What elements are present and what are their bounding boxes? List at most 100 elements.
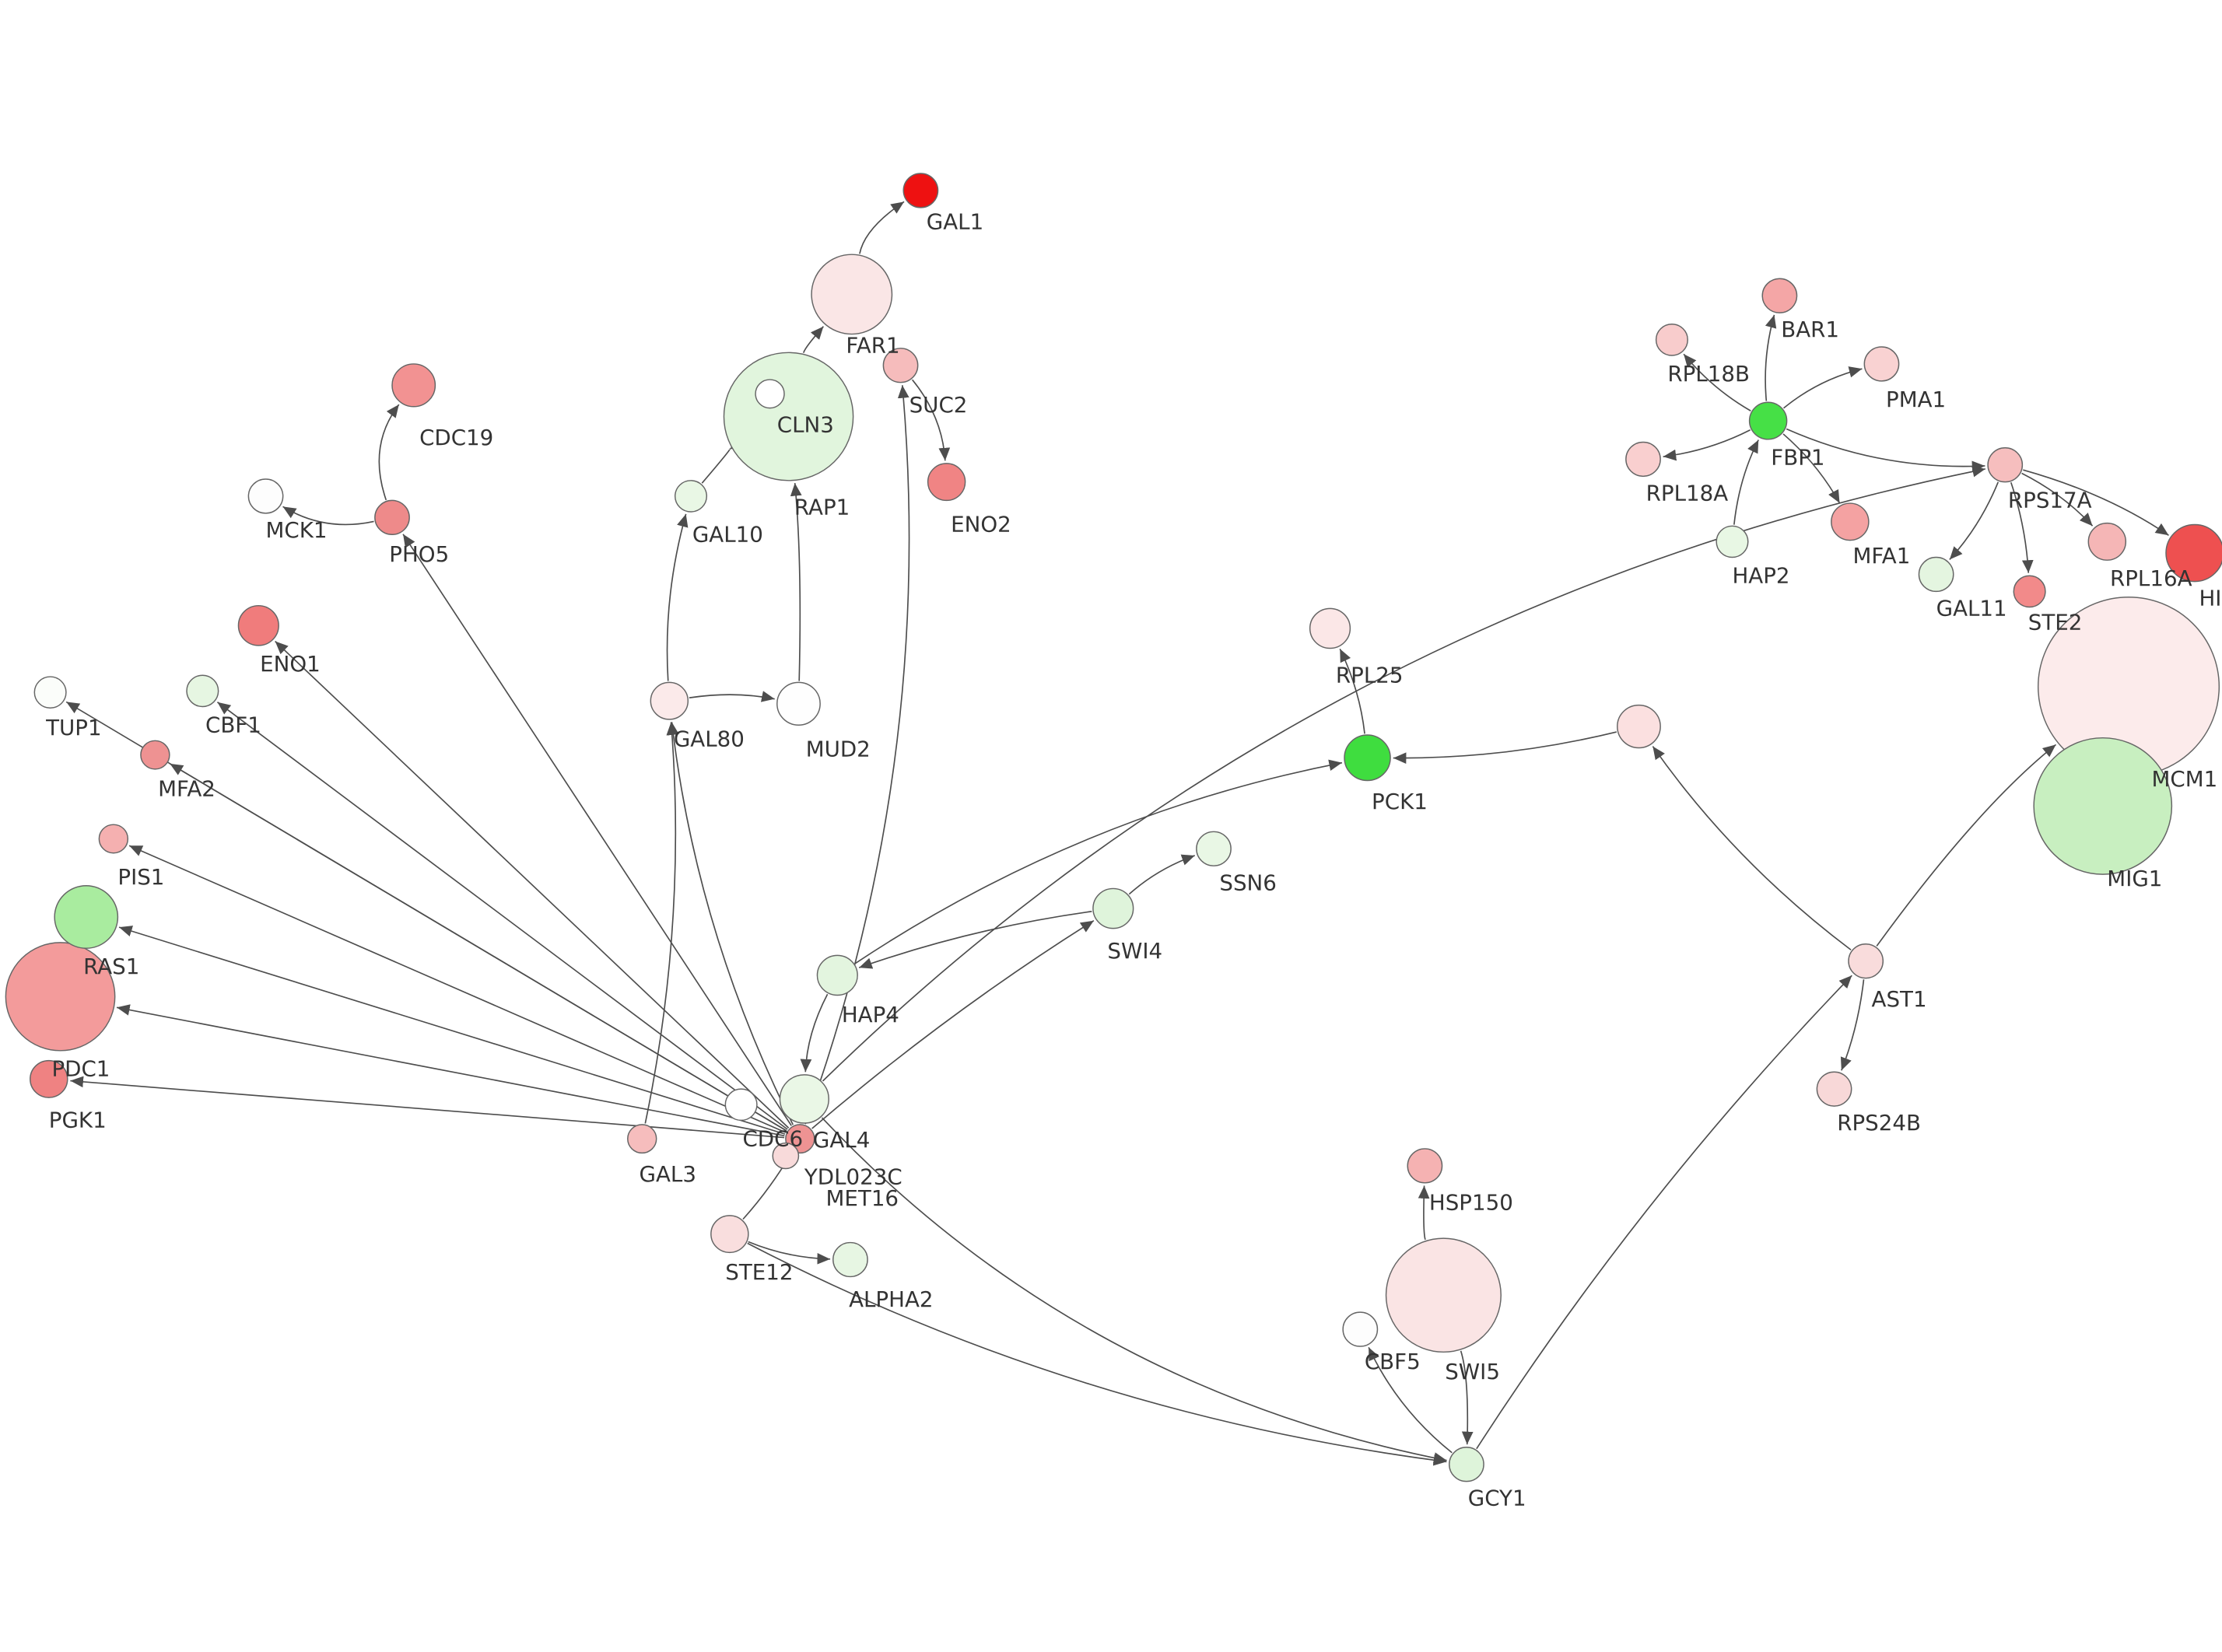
node-MCK1[interactable] <box>247 478 284 514</box>
node-label-GAL10: GAL10 <box>692 523 763 548</box>
node-HIS4[interactable] <box>2165 523 2222 583</box>
edge-GAL80-GAL10 <box>666 513 689 681</box>
edge-CLN3-FAR1 <box>803 326 825 353</box>
node-label-RPL16A: RPL16A <box>2110 566 2192 591</box>
node-label-FAR1: FAR1 <box>846 333 899 358</box>
node-RPL16A[interactable] <box>2087 522 2127 561</box>
edge-GAL80-MUD2 <box>689 691 775 702</box>
edge-PCK1-RPL25 <box>1339 648 1365 734</box>
node-ENO1[interactable] <box>237 604 279 646</box>
node-CDC6[interactable] <box>724 1088 758 1122</box>
node-label-HAP2: HAP2 <box>1732 564 1789 589</box>
node-GAL11[interactable] <box>1918 556 1954 593</box>
node-SWI4[interactable] <box>1092 887 1134 929</box>
edge-NODE1-PCK1 <box>1393 731 1617 765</box>
node-MIG1[interactable] <box>2033 737 2173 875</box>
node-RPL18A[interactable] <box>1625 441 1661 478</box>
node-label-GAL3: GAL3 <box>640 1162 696 1187</box>
node-label-RPL18A: RPL18A <box>1646 481 1729 506</box>
node-label-PCK1: PCK1 <box>1372 789 1428 814</box>
node-SWI5[interactable] <box>1385 1237 1502 1353</box>
node-label-HAP4: HAP4 <box>842 1003 899 1027</box>
node-MFA1[interactable] <box>1831 502 1870 541</box>
node-label-CDC19: CDC19 <box>419 425 493 450</box>
node-AST1[interactable] <box>1848 943 1884 979</box>
node-label-BAR1: BAR1 <box>1781 317 1839 342</box>
node-label-FBP1: FBP1 <box>1771 446 1824 471</box>
node-PGK1[interactable] <box>30 1059 68 1098</box>
node-label-YDL023C: YDL023C <box>804 1165 902 1190</box>
node-label-MET16: MET16 <box>826 1186 899 1211</box>
node-GAL80[interactable] <box>650 681 689 720</box>
node-PCK1[interactable] <box>1344 734 1391 782</box>
node-HAP4[interactable] <box>816 954 858 996</box>
node-ENO2[interactable] <box>927 463 966 502</box>
node-ALPHA2[interactable] <box>832 1241 868 1278</box>
edge-STE12-ALPHA2 <box>748 1241 831 1265</box>
node-HAP2[interactable] <box>1716 525 1749 558</box>
node-TUP1[interactable] <box>33 676 67 709</box>
node-BAR1[interactable] <box>1761 278 1798 313</box>
node-SUC2[interactable] <box>882 348 919 383</box>
node-YDL023C[interactable] <box>772 1142 800 1170</box>
edge-SWI5-GCY1 <box>1460 1350 1474 1445</box>
node-CLN3[interactable] <box>723 352 854 481</box>
node-RPL25[interactable] <box>1309 607 1351 649</box>
node-CBF5[interactable] <box>1342 1311 1379 1347</box>
node-label-RPL25: RPL25 <box>1336 663 1404 688</box>
node-label-TUP1: TUP1 <box>45 716 101 740</box>
node-FBP1[interactable] <box>1748 401 1788 440</box>
node-label-RAS1: RAS1 <box>83 954 139 979</box>
edge-layer <box>65 201 2169 1466</box>
node-CDC19[interactable] <box>391 363 436 408</box>
edge-GAL4-PHO5 <box>402 534 792 1126</box>
edge-FBP1-RPL18B <box>1683 353 1751 411</box>
node-label-MUD2: MUD2 <box>806 737 871 762</box>
node-HSP150[interactable] <box>1407 1148 1443 1184</box>
node-RAS1[interactable] <box>54 885 119 949</box>
node-PMA1[interactable] <box>1863 346 1900 382</box>
node-RPS17A[interactable] <box>1987 447 2024 483</box>
edge-RPS17A-RPL16A <box>2021 472 2094 527</box>
node-label-SWI5: SWI5 <box>1445 1360 1500 1384</box>
edge-AST1-MCM1 <box>1876 744 2057 947</box>
node-CBF1[interactable] <box>186 674 219 708</box>
node-GAL1[interactable] <box>902 173 939 208</box>
node-label-MCM1: MCM1 <box>2152 767 2218 792</box>
node-MFA2[interactable] <box>140 740 170 770</box>
edge-GAL4-RAS1 <box>118 926 786 1135</box>
node-MET16[interactable] <box>779 1074 829 1124</box>
edge-SWI4-HAP4 <box>858 911 1092 969</box>
edge-SWI5-HSP150 <box>1418 1185 1430 1241</box>
node-PDC1[interactable] <box>5 942 116 1052</box>
edge-GAL4-CBF1 <box>216 702 788 1130</box>
edge-FBP1-BAR1 <box>1765 314 1777 401</box>
node-label-STE12: STE12 <box>725 1260 793 1285</box>
node-label-STE2: STE2 <box>2028 611 2083 635</box>
node-label-SWI4: SWI4 <box>1107 939 1162 964</box>
node-NODE1[interactable] <box>1617 704 1661 749</box>
label-layer: GAL1FAR1SUC2CLN3RAP1ENO2GAL10CDC19MCK1PH… <box>45 209 2222 1510</box>
node-FAR1[interactable] <box>811 254 893 335</box>
node-label-ENO1: ENO1 <box>260 652 321 677</box>
node-label-GAL1: GAL1 <box>927 209 983 234</box>
node-label-RPS24B: RPS24B <box>1837 1111 1921 1136</box>
node-PHO5[interactable] <box>374 499 410 536</box>
edge-PHO5-MCK1 <box>282 506 374 526</box>
node-MUD2[interactable] <box>776 681 821 726</box>
node-RPS24B[interactable] <box>1816 1071 1852 1107</box>
node-PIS1[interactable] <box>98 824 129 854</box>
node-GAL3[interactable] <box>627 1124 657 1154</box>
node-label-RPL18B: RPL18B <box>1667 362 1750 387</box>
node-STE2[interactable] <box>2013 575 2046 608</box>
edge-GAL4-GAL80 <box>668 722 794 1125</box>
node-GCY1[interactable] <box>1449 1447 1484 1482</box>
node-RAP1[interactable] <box>755 379 785 409</box>
node-SSN6[interactable] <box>1196 831 1232 866</box>
node-GAL10[interactable] <box>674 480 708 513</box>
node-STE12[interactable] <box>710 1215 749 1254</box>
node-label-GAL11: GAL11 <box>1936 597 2007 621</box>
node-RPL18B[interactable] <box>1655 324 1688 356</box>
